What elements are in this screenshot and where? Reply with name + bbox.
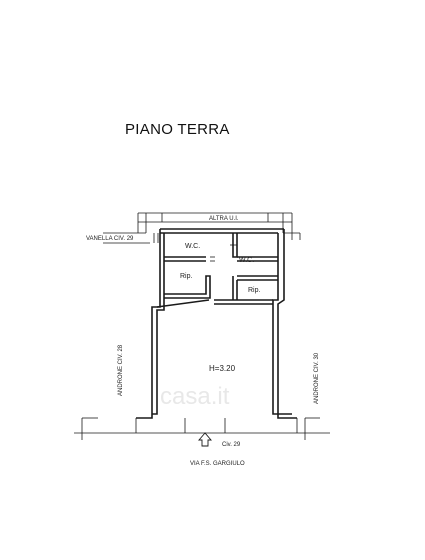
interior-partitions — [156, 233, 278, 308]
plan-title: PIANO TERRA — [125, 121, 230, 138]
wc-left-label: W.C. — [185, 243, 200, 250]
east-strip — [283, 232, 301, 240]
rip-right-label: Rip. — [248, 287, 261, 294]
watermark: casa.it — [160, 383, 230, 410]
vanella-corridor — [103, 232, 159, 244]
rip-left-label: Rip. — [180, 273, 193, 280]
north-label: ALTRA U.I. — [209, 216, 239, 222]
street-label: VIA F.S. GARGIULO — [190, 461, 245, 467]
entrance-label: Civ. 29 — [222, 442, 241, 448]
outer-walls — [136, 228, 297, 419]
east-label: ANDRONE CIV. 30 — [314, 352, 320, 404]
street-frontage — [74, 417, 330, 440]
west-label: ANDRONE CIV. 28 — [118, 344, 124, 396]
entrance-arrow-icon — [198, 432, 212, 447]
northwest-label: VANELLA CIV. 29 — [86, 236, 134, 242]
north-boundary — [137, 212, 293, 240]
wc-right-label: W.C. — [239, 257, 254, 264]
main-room-height-label: H=3.20 — [209, 364, 236, 373]
